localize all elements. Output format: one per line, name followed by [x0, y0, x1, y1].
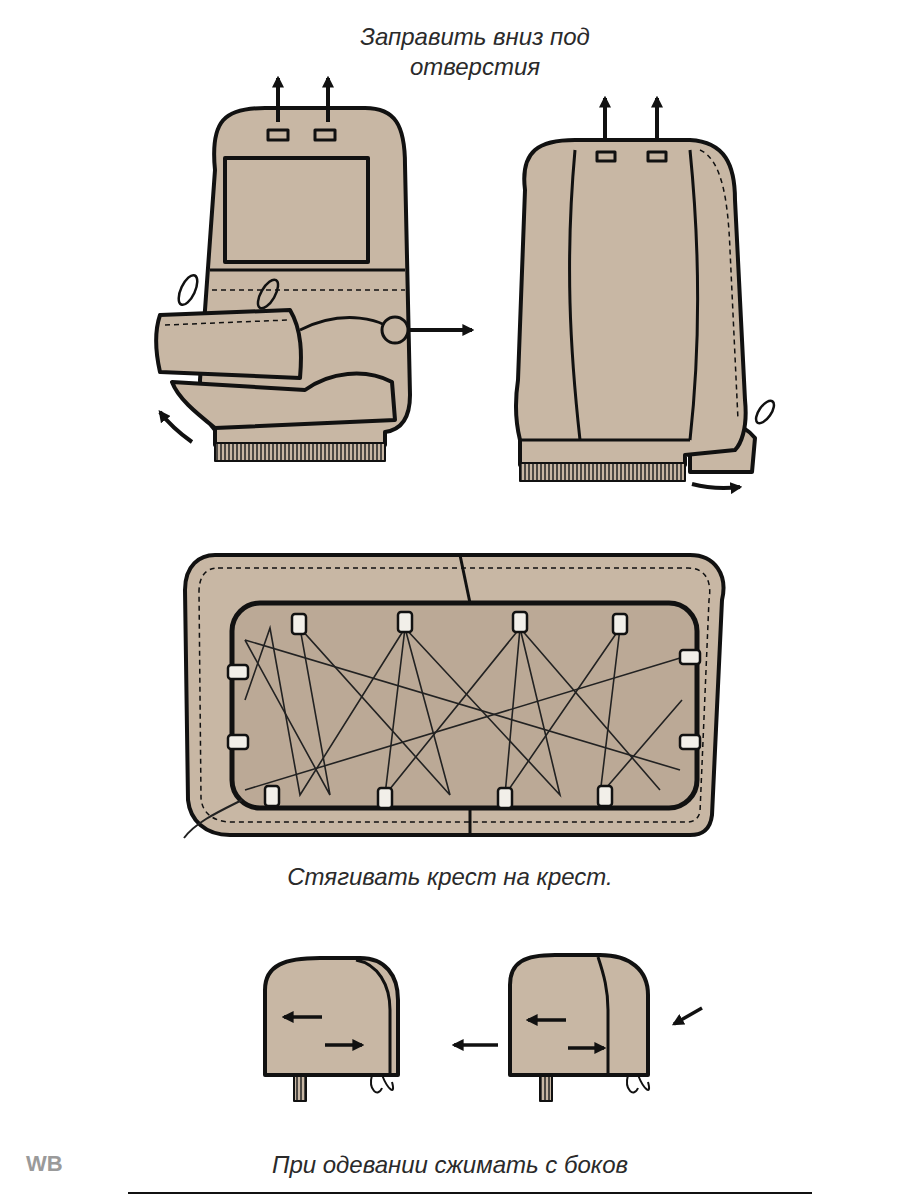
squeeze-arrows: [284, 1008, 702, 1048]
lacing-loops: [228, 612, 700, 808]
watermark: WB: [26, 1150, 86, 1178]
lacing-cord: [184, 628, 690, 838]
instruction-text: При одевании сжимать с боков: [150, 1150, 750, 1180]
instruction-text: Стягивать крест на крест.: [200, 862, 700, 892]
rule-line: [128, 1192, 812, 1194]
instruction-text: Заправить вниз под отверстия: [345, 22, 605, 82]
seat-back-rear: [516, 140, 777, 481]
seat-back-front: [156, 108, 410, 461]
seat-cushion: [185, 555, 723, 835]
headrest-covers: [265, 955, 649, 1101]
